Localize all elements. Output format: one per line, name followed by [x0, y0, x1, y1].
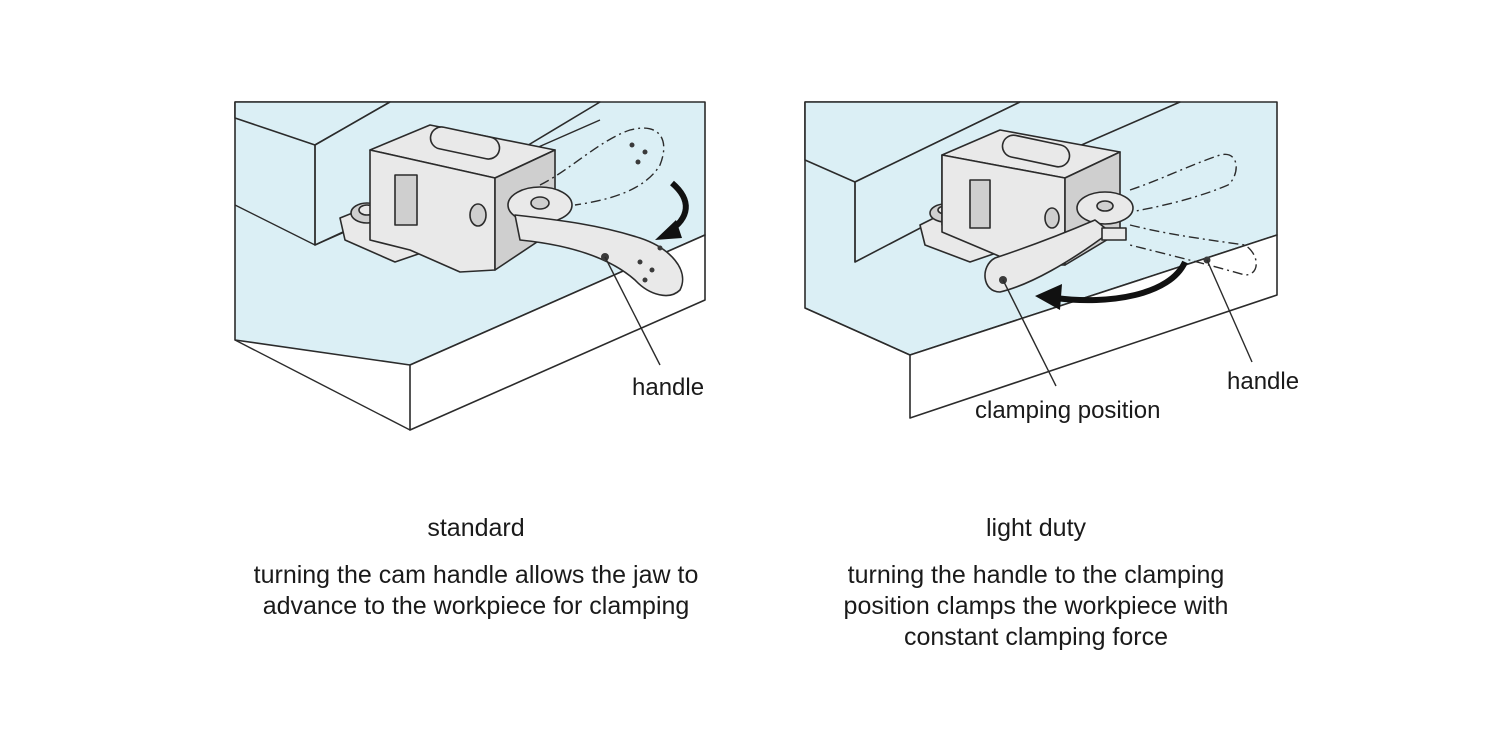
base-left-edge: [234, 339, 411, 431]
standard-description-line: turning the cam handle allows the jaw to: [253, 561, 699, 589]
standard-description-line: advance to the workpiece for clamping: [262, 592, 690, 620]
clamping-position-callout: clamping position: [975, 397, 1161, 424]
standard-title: standard: [427, 514, 525, 542]
standard-description: turning the cam handle allows the jaw to…: [196, 560, 756, 622]
jaw-slot: [429, 126, 501, 160]
rotation-arrowhead: [1035, 284, 1062, 310]
pivot-screw: [1096, 200, 1114, 212]
panel-standard: handle standard turning the cam handle a…: [234, 101, 706, 620]
body-bore: [469, 203, 487, 227]
jaw-face: [394, 174, 418, 226]
light-duty-title: light duty: [985, 514, 1087, 542]
light-duty-clamp-illustration: [804, 101, 1278, 419]
base-front-face: [909, 234, 1278, 419]
pivot-screw: [530, 196, 550, 210]
light-duty-description-line: constant clamping force: [903, 623, 1169, 651]
rotation-arrow: [1054, 260, 1188, 304]
light-duty-description-line: position clamps the workpiece with: [843, 592, 1229, 620]
cam-handle: [514, 214, 684, 297]
light-duty-description-line: turning the handle to the clamping: [847, 561, 1225, 589]
rotation-arrowhead: [655, 220, 682, 240]
handle-leader-line: [1206, 259, 1253, 363]
jaw-face: [969, 179, 991, 229]
handle-arm: [984, 219, 1111, 293]
standard-clamp-illustration: [234, 101, 706, 431]
light-duty-description: turning the handle to the clamping posit…: [756, 560, 1316, 653]
handle-ghost-upper: [1129, 153, 1237, 213]
clamping-position-leader: [1002, 279, 1057, 387]
panel-light-duty: handle clamping position light duty turn…: [750, 0, 1500, 750]
jaw-slot: [1001, 134, 1071, 168]
handle-ghost-lower: [1129, 224, 1257, 276]
handle-callout: handle: [632, 374, 705, 401]
handle-callout: handle: [1227, 368, 1300, 395]
body-bore: [1044, 207, 1060, 229]
base-front-face: [409, 234, 706, 431]
handle-leader-line: [604, 256, 661, 366]
base-left-edge: [804, 307, 911, 356]
handle-latch: [1101, 227, 1127, 241]
